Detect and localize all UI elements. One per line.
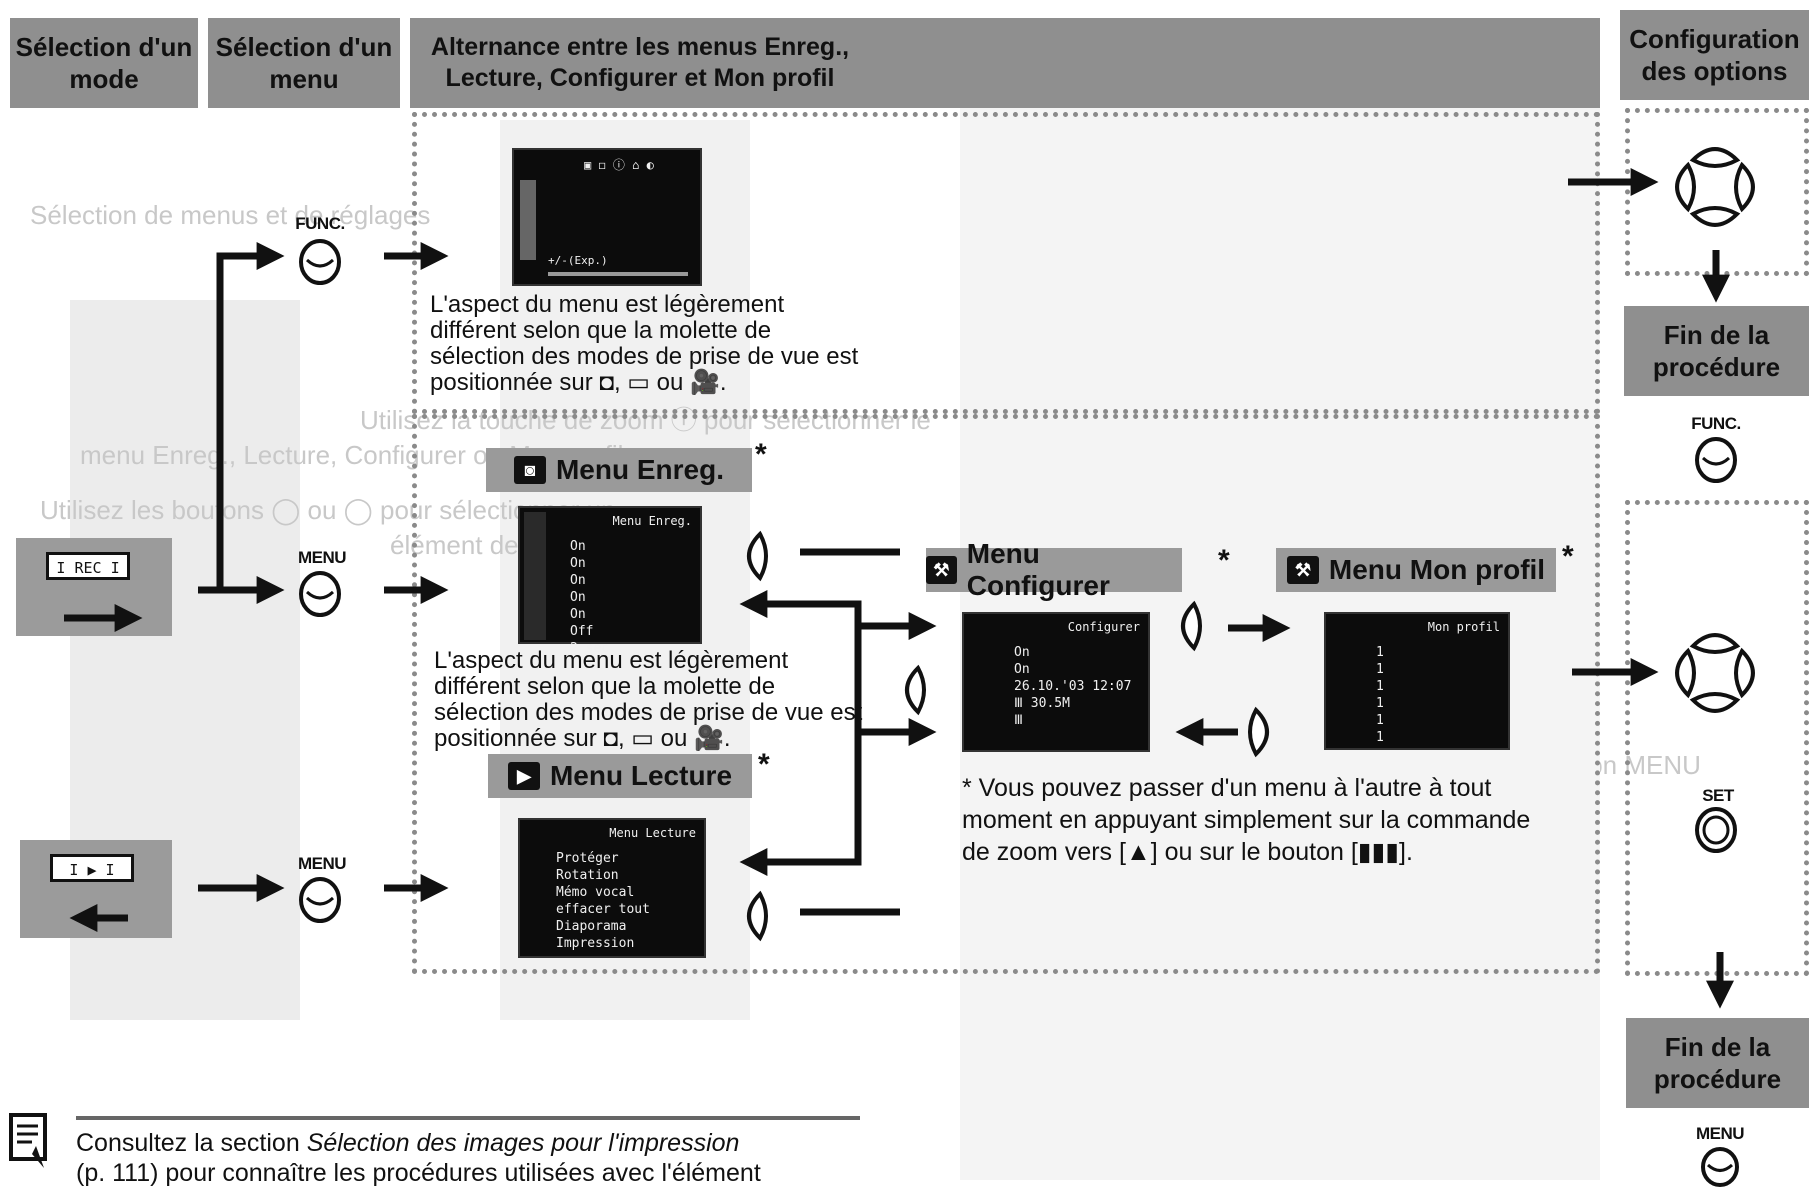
bottom-note-pre: Consultez la section <box>76 1129 307 1157</box>
bottom-note: Consultez la section Sélection des image… <box>76 1128 876 1188</box>
bottom-note-post: (p. 111) pour connaître les procédures u… <box>76 1159 761 1187</box>
note-pencil-icon <box>8 1112 50 1172</box>
bottom-rule <box>76 1116 860 1120</box>
bottom-note-link[interactable]: Sélection des images pour l'impression <box>307 1129 740 1157</box>
